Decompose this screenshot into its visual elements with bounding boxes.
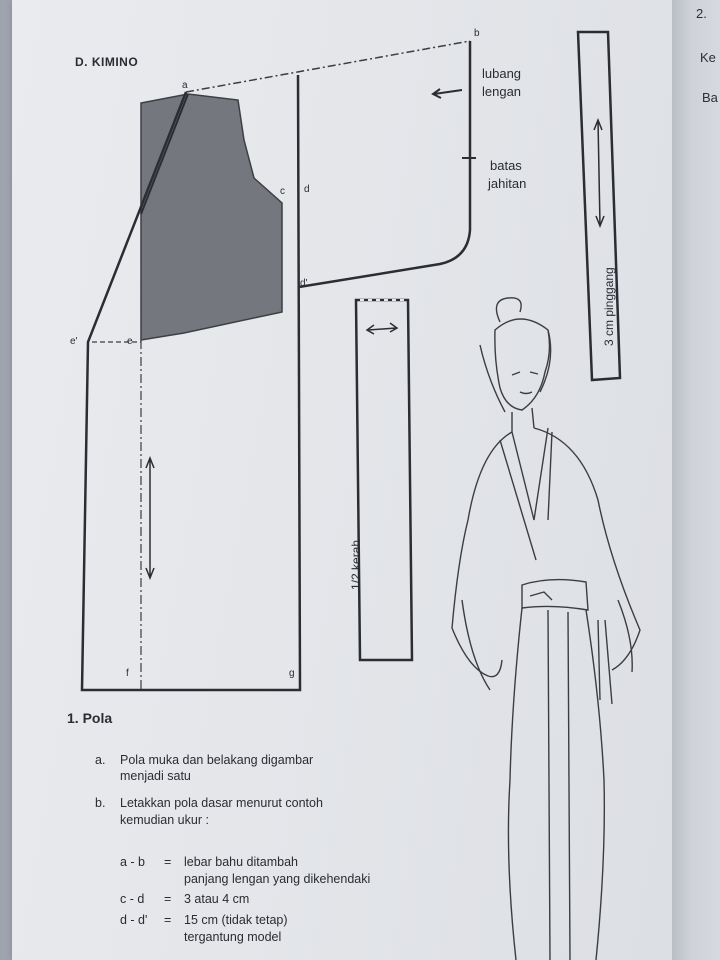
point-label-f: f bbox=[126, 668, 129, 679]
body-outline bbox=[80, 74, 302, 692]
next-page-edge: 2. Ke Ba bbox=[672, 0, 720, 960]
measure-ab-key: a - b bbox=[120, 855, 146, 869]
annotation-lubang: lubang bbox=[482, 66, 522, 81]
section-heading: 1. Pola bbox=[67, 710, 113, 726]
measure-dd-line2: tergantung model bbox=[184, 930, 282, 944]
shoulder-line bbox=[185, 40, 471, 93]
waist-strip bbox=[576, 30, 622, 382]
item-a-line2: menjadi satu bbox=[120, 769, 191, 783]
point-label-e-prime: e' bbox=[70, 336, 78, 347]
measure-ab-line2: panjang lengan yang dikehendaki bbox=[184, 872, 371, 886]
point-label-e: e bbox=[127, 336, 133, 347]
measure-dd-line1: 15 cm (tidak tetap) bbox=[184, 913, 288, 927]
annotation-lengan: lengan bbox=[482, 84, 522, 99]
next-page-line1: Ke bbox=[700, 50, 716, 65]
point-label-b: b bbox=[474, 28, 480, 39]
neck-line bbox=[140, 93, 189, 215]
book-page: D. KIMINO a b c d d' e e' f g lubang len… bbox=[12, 0, 672, 960]
measure-cd-line1: 3 atau 4 cm bbox=[184, 892, 250, 906]
annotation-batas: batas bbox=[490, 158, 522, 173]
item-b-marker: b. bbox=[95, 796, 106, 810]
measure-cd-key: c - d bbox=[120, 892, 145, 906]
item-a-line1: Pola muka dan belakang digambar bbox=[120, 753, 314, 767]
item-b-line2: kemudian ukur : bbox=[120, 813, 209, 827]
measure-ab-eq: = bbox=[164, 855, 172, 869]
point-label-d: d bbox=[304, 184, 310, 195]
sleeve-outline bbox=[298, 41, 472, 289]
item-b-line1: Letakkan pola dasar menurut contoh bbox=[120, 796, 323, 810]
pattern-drawing bbox=[80, 30, 641, 960]
annotation-kerah: 1/2 kerah bbox=[349, 539, 363, 590]
page-title: D. KIMINO bbox=[75, 55, 139, 69]
item-a-marker: a. bbox=[95, 753, 106, 767]
point-label-g: g bbox=[289, 668, 295, 679]
measure-dd-eq: = bbox=[164, 913, 172, 927]
next-page-line2: Ba bbox=[702, 90, 718, 105]
point-label-c: c bbox=[280, 186, 285, 197]
measure-dd-key: d - d' bbox=[120, 913, 148, 927]
kimono-figure bbox=[451, 297, 641, 960]
measure-cd-eq: = bbox=[164, 892, 172, 906]
annotation-jahitan: jahitan bbox=[488, 176, 527, 191]
next-page-number: 2. bbox=[696, 6, 707, 21]
collar-strip bbox=[354, 298, 414, 662]
annotation-pinggang: 3 cm pinggang bbox=[602, 267, 616, 346]
shaded-bodice bbox=[140, 93, 283, 341]
point-label-a: a bbox=[182, 80, 188, 91]
measure-ab-line1: lebar bahu ditambah bbox=[184, 855, 298, 869]
point-label-d-prime: d' bbox=[300, 278, 308, 289]
